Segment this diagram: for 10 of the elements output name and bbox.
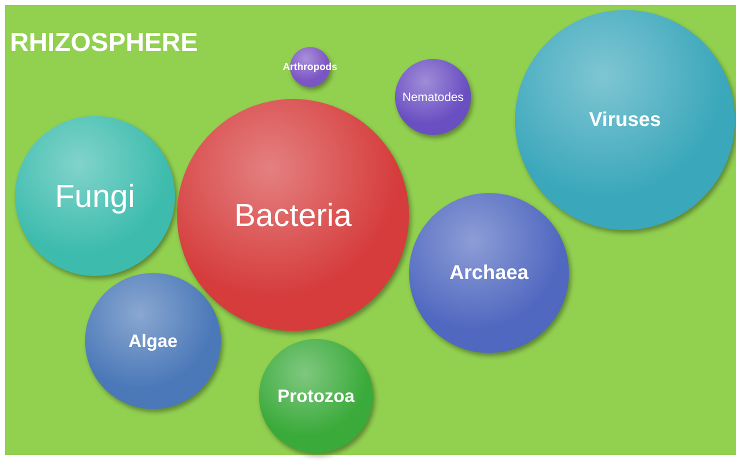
bubble: [259, 339, 373, 453]
bubble-label: Protozoa: [277, 386, 354, 406]
bubble-label: Bacteria: [234, 196, 352, 234]
bubble-label: Archaea: [450, 262, 528, 284]
title: RHIZOSPHERE: [10, 27, 198, 57]
bubble-label: Nematodes: [402, 90, 464, 104]
bubble-label: Viruses: [589, 108, 661, 132]
bubble: [85, 273, 221, 409]
bubble-label: Fungi: [54, 178, 136, 214]
bubble-label: Algae: [128, 330, 178, 352]
